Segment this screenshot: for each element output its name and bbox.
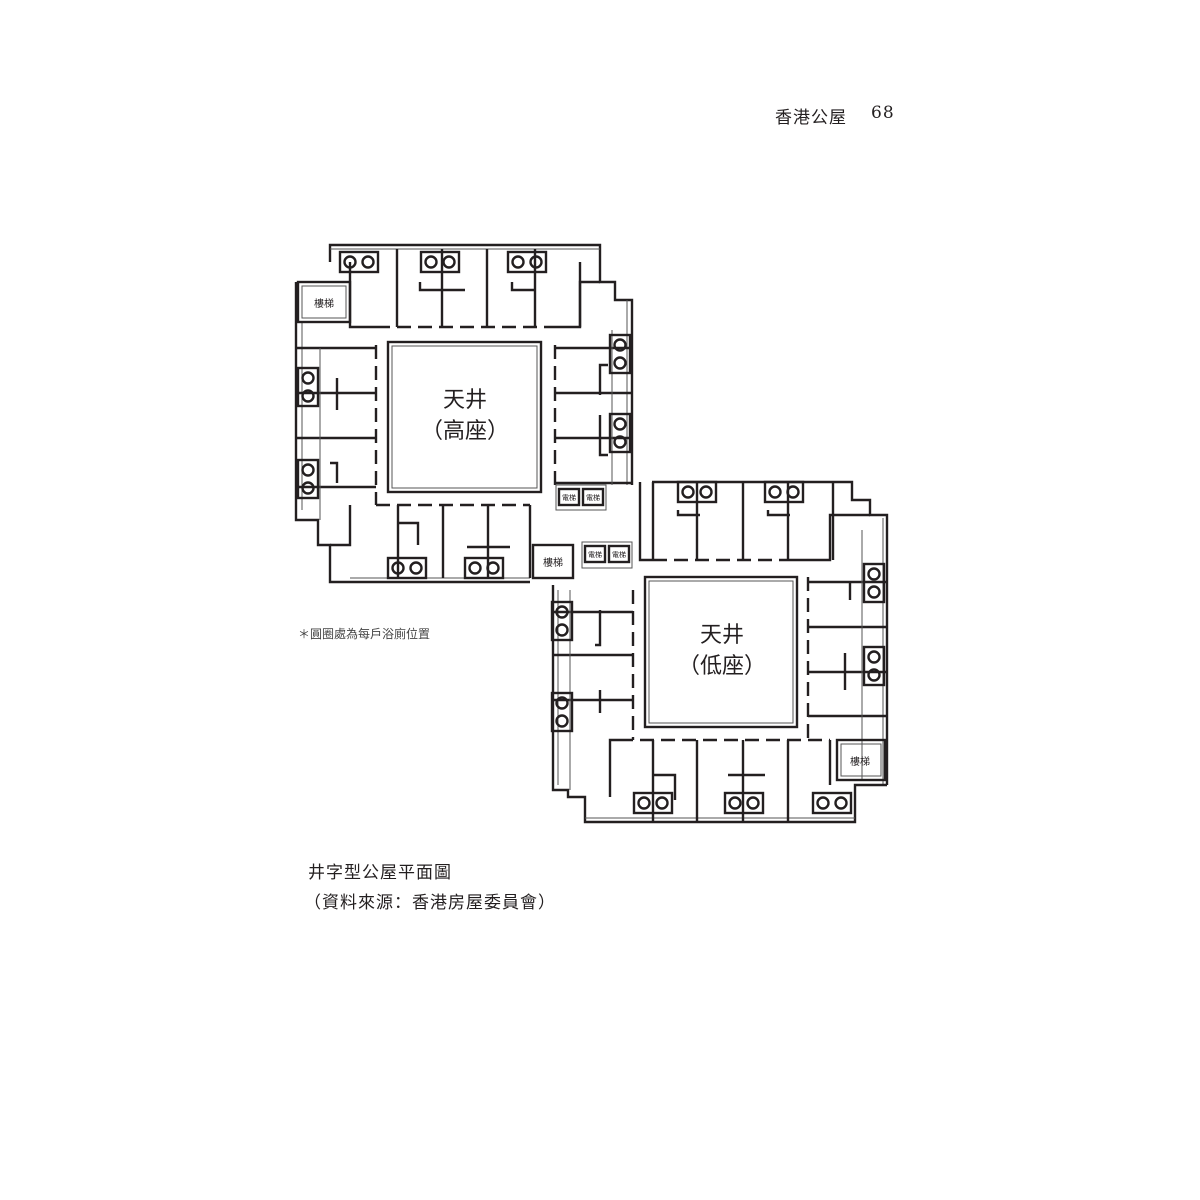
wall: [598, 363, 608, 395]
toilet-icon: [550, 600, 574, 642]
toilet-icon: [632, 791, 674, 815]
lifts-upper: 電梯 電梯: [555, 484, 607, 511]
toilet-icon: [608, 412, 632, 454]
lift-label: 電梯: [612, 550, 626, 559]
wall: [398, 521, 420, 545]
wall: [598, 415, 608, 457]
wall: [330, 461, 339, 483]
stair-upper-left: 樓梯: [296, 280, 352, 324]
toilet-icon: [419, 250, 461, 274]
lower-courtyard-label: 天井: [700, 623, 744, 648]
toilet-icon: [506, 250, 548, 274]
upper-courtyard-label: 天井: [443, 388, 487, 413]
toilet-icon: [811, 791, 853, 815]
lower-courtyard-sublabel: （低座）: [678, 654, 766, 679]
toilet-icon: [608, 333, 632, 375]
stair-lower-right: 樓梯: [835, 738, 887, 782]
toilet-icon: [763, 480, 805, 504]
wall: [330, 505, 352, 547]
wall: [328, 243, 602, 262]
toilet-icon: [550, 691, 574, 733]
wall: [595, 610, 602, 647]
toilet-icon: [463, 556, 505, 580]
wall: [653, 773, 677, 800]
toilet-icon: [676, 480, 718, 504]
figure-caption-title: 井字型公屋平面圖: [308, 863, 452, 883]
toilet-icon: [296, 458, 320, 500]
stair-middle: 樓梯: [531, 543, 575, 580]
wall: [418, 282, 465, 292]
toilet-icon: [338, 250, 380, 274]
toilet-icon: [723, 791, 765, 815]
upper-courtyard: 天井 （高座）: [386, 340, 543, 494]
plan-footnote: ＊圓圈處為每戶浴廁位置: [298, 627, 431, 641]
lift-label: 電梯: [562, 493, 576, 502]
wall: [510, 282, 535, 292]
toilet-icon: [386, 556, 428, 580]
page-number: 68: [871, 103, 895, 123]
wall: [676, 510, 700, 517]
wall: [638, 482, 653, 562]
toilet-icon: [862, 562, 886, 604]
toilet-icon: [296, 366, 320, 408]
stair-label: 樓梯: [850, 755, 870, 768]
wall: [608, 738, 633, 797]
wall: [598, 262, 634, 485]
stair-label: 樓梯: [543, 556, 563, 569]
lift-label: 電梯: [586, 493, 600, 502]
wall: [294, 282, 350, 584]
wall: [551, 585, 887, 824]
wall: [766, 510, 790, 517]
lift-label: 電梯: [588, 550, 602, 559]
plan-walls: [294, 243, 889, 824]
wall: [555, 280, 600, 329]
stair-label: 樓梯: [314, 297, 334, 310]
figure-caption-source: （資料來源：香港房屋委員會）: [304, 893, 556, 913]
lower-courtyard: 天井 （低座）: [643, 575, 799, 729]
toilet-icon: [862, 645, 886, 687]
lifts-middle: 電梯 電梯: [581, 541, 633, 569]
toilet-fixtures: [296, 250, 886, 815]
wall: [788, 513, 870, 562]
running-header-title: 香港公屋: [775, 108, 847, 128]
upper-courtyard-sublabel: （高座）: [421, 419, 509, 444]
wall: [652, 480, 889, 785]
